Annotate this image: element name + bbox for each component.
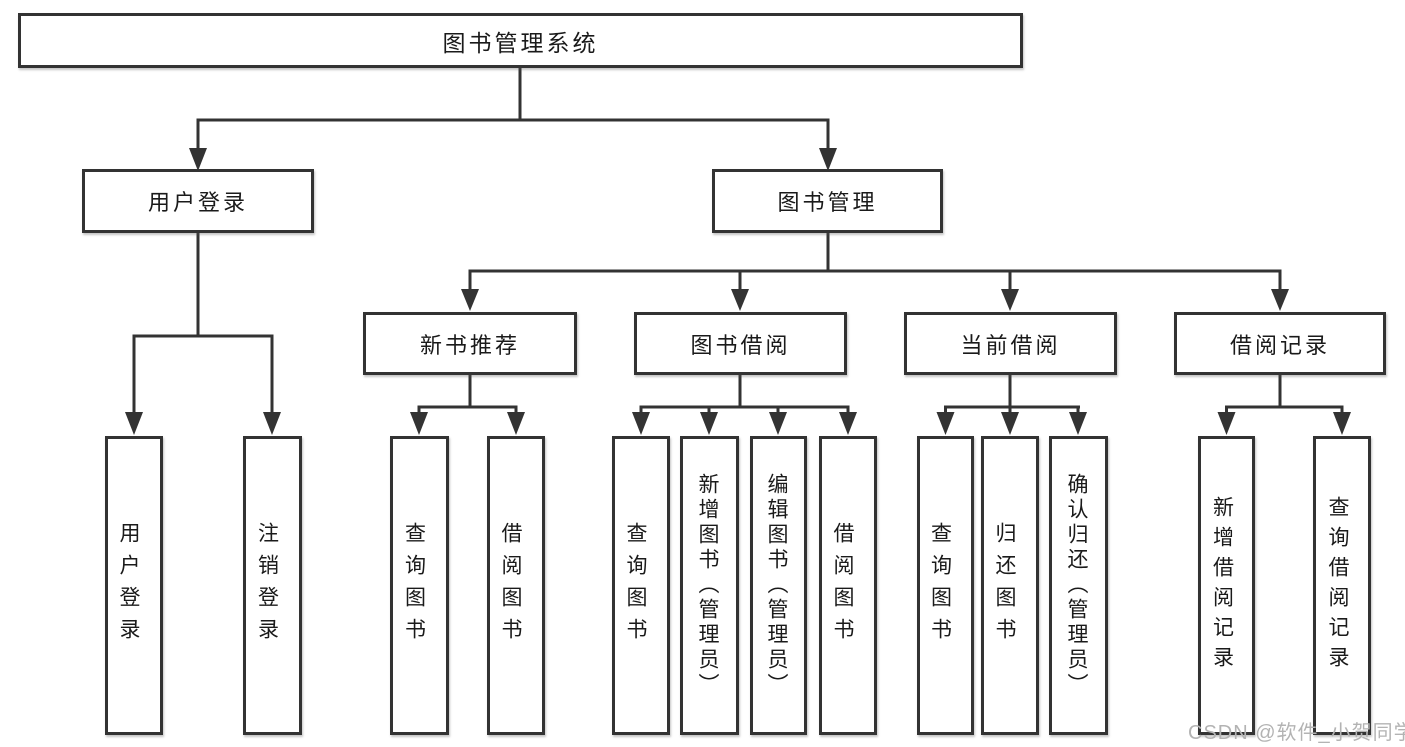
node-borrow-records: 借阅记录	[1174, 312, 1386, 375]
leaf-confirm-return-admin: 确认归还（管理员）	[1049, 436, 1108, 735]
leaf-query-books-3-label: 查询图书	[928, 521, 952, 650]
leaf-user-login-label: 用户登录	[117, 521, 140, 650]
leaf-query-borrow-record: 查询借阅记录	[1313, 436, 1371, 735]
leaf-edit-book-admin-label: 编辑图书（管理员）	[765, 473, 788, 698]
leaf-user-login: 用户登录	[105, 436, 163, 735]
watermark-text: CSDN @软件_小贺同学	[1188, 722, 1405, 744]
leaf-add-borrow-record-label: 新增借阅记录	[1210, 495, 1234, 676]
node-new-book-recommend: 新书推荐	[363, 312, 577, 375]
leaf-query-books-1-label: 查询图书	[402, 521, 426, 650]
leaf-add-book-admin: 新增图书（管理员）	[680, 436, 739, 735]
leaf-logout: 注销登录	[243, 436, 302, 735]
leaf-query-books-3: 查询图书	[917, 436, 974, 735]
node-book-borrow: 图书借阅	[634, 312, 847, 375]
leaf-query-books-1: 查询图书	[390, 436, 449, 735]
node-user-login-label: 用户登录	[147, 190, 248, 215]
leaf-query-books-2-label: 查询图书	[624, 521, 647, 650]
leaf-borrow-books-1-label: 借阅图书	[499, 521, 522, 650]
node-new-book-recommend-label: 新书推荐	[419, 332, 520, 358]
leaf-borrow-books-2-label: 借阅图书	[831, 521, 854, 650]
leaf-edit-book-admin: 编辑图书（管理员）	[750, 436, 807, 735]
node-book-borrow-label: 图书借阅	[690, 332, 791, 358]
node-borrow-records-label: 借阅记录	[1229, 332, 1330, 358]
leaf-query-borrow-record-label: 查询借阅记录	[1326, 495, 1349, 676]
node-book-management-label: 图书管理	[777, 190, 878, 215]
node-current-borrow: 当前借阅	[904, 312, 1117, 375]
node-user-login: 用户登录	[82, 169, 314, 233]
node-library-system-label: 图书管理系统	[442, 29, 599, 56]
leaf-query-books-2: 查询图书	[612, 436, 670, 735]
node-library-system: 图书管理系统	[18, 13, 1023, 68]
leaf-return-books: 归还图书	[981, 436, 1039, 735]
leaf-logout-label: 注销登录	[255, 521, 279, 650]
leaf-borrow-books-2: 借阅图书	[819, 436, 877, 735]
leaf-return-books-label: 归还图书	[993, 521, 1016, 650]
leaf-confirm-return-admin-label: 确认归还（管理员）	[1065, 473, 1088, 698]
leaf-borrow-books-1: 借阅图书	[487, 436, 545, 735]
leaf-add-book-admin-label: 新增图书（管理员）	[696, 473, 719, 698]
node-book-management: 图书管理	[712, 169, 943, 233]
node-current-borrow-label: 当前借阅	[960, 332, 1061, 358]
leaf-add-borrow-record: 新增借阅记录	[1198, 436, 1255, 735]
